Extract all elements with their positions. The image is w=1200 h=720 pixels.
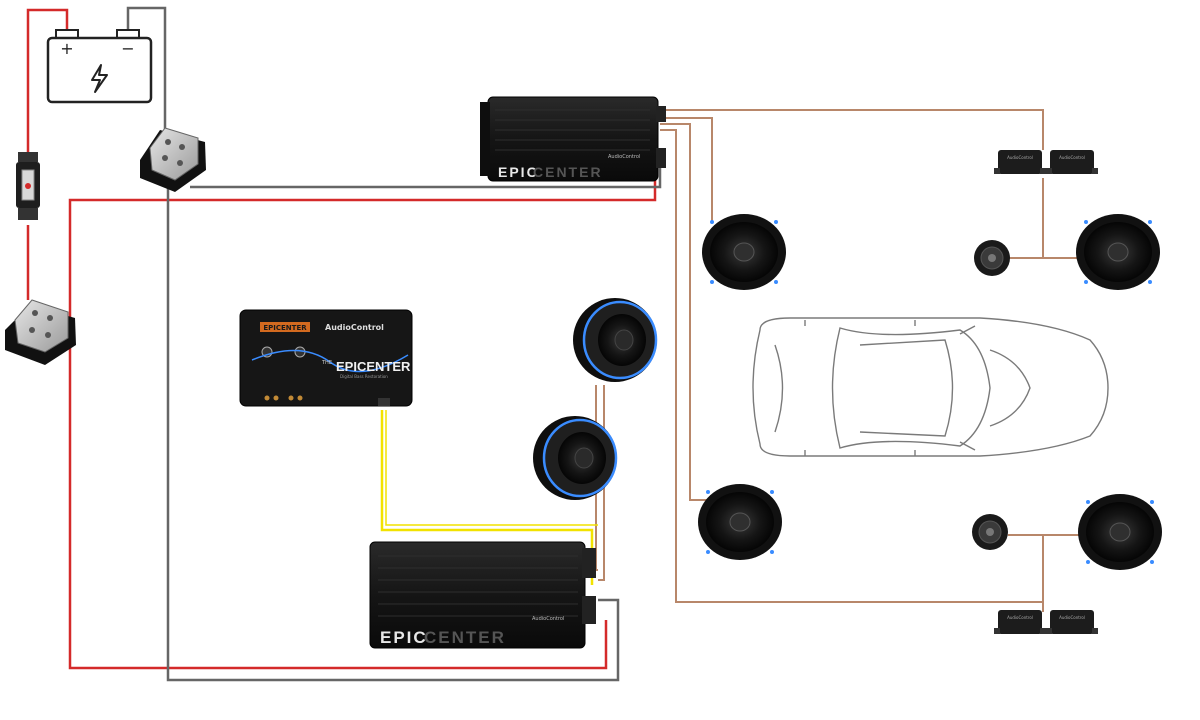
power-wires <box>26 8 657 670</box>
power-distribution-block <box>5 299 76 365</box>
front-right-wire <box>660 109 1044 150</box>
main-amplifier: EPIC CENTER AudioControl <box>480 96 666 182</box>
main-amp-brand: EPIC <box>498 164 539 180</box>
rear-crossover-label-1: AudioControl <box>1007 615 1033 620</box>
main-amp-power-wire <box>68 168 657 330</box>
car-outline <box>752 317 1109 457</box>
epicenter-subtitle: Digital Bass Restoration <box>340 374 388 379</box>
main-amp-maker: AudioControl <box>608 154 640 160</box>
epicenter-title: EPICENTER <box>336 359 411 374</box>
epicenter-knob-2 <box>294 346 306 358</box>
rear-left-wire <box>660 123 712 501</box>
sub-amp-brand-faded: CENTER <box>424 628 506 647</box>
rear-right-tweeter <box>972 514 1008 550</box>
main-amp-brand-faded: CENTER <box>533 164 603 180</box>
ground-distribution-block <box>140 127 206 192</box>
rear-left-speaker <box>698 484 782 560</box>
subwoofer-top <box>573 298 658 382</box>
subwoofer-bottom <box>533 416 618 500</box>
sub-amp-brand: EPIC <box>380 628 428 647</box>
battery-plus-label: + <box>60 39 73 58</box>
epicenter-maker: AudioControl <box>325 323 384 332</box>
lightning-icon <box>91 64 108 93</box>
front-crossover-to-speakers <box>1008 178 1085 259</box>
epicenter-title-prefix: THE <box>321 360 332 366</box>
rca-cable-2 <box>385 410 598 526</box>
main-amp-ground-wire <box>190 168 662 189</box>
battery: + − <box>46 29 153 104</box>
ground-wires <box>126 6 662 682</box>
front-crossover-label-1: AudioControl <box>1007 155 1033 160</box>
subwoofer-amplifier: EPIC CENTER AudioControl <box>369 541 596 649</box>
front-crossover-label-2: AudioControl <box>1059 155 1085 160</box>
front-left-wire <box>660 117 713 222</box>
sub-amp-maker: AudioControl <box>532 616 564 622</box>
front-right-tweeter <box>974 240 1010 276</box>
sub-amp-power-wire <box>68 330 608 670</box>
rear-crossover-label-2: AudioControl <box>1059 615 1085 620</box>
rear-crossover-to-speakers <box>1008 534 1085 608</box>
front-crossover-pair: AudioControl AudioControl <box>994 150 1098 174</box>
fuse-holder <box>16 152 40 220</box>
epicenter-processor: EPICENTER AudioControl THE EPICENTER Dig… <box>239 309 413 407</box>
battery-negative-wire <box>126 6 167 140</box>
front-left-speaker <box>702 214 786 290</box>
battery-minus-label: − <box>121 39 134 58</box>
sub-amp-ground-wire <box>166 187 620 682</box>
rear-crossover-pair: AudioControl AudioControl <box>994 610 1098 634</box>
epicenter-badge: EPICENTER <box>263 324 307 332</box>
front-right-woofer <box>1076 214 1160 290</box>
rear-right-woofer <box>1078 494 1162 570</box>
battery-positive-wire <box>26 8 69 155</box>
